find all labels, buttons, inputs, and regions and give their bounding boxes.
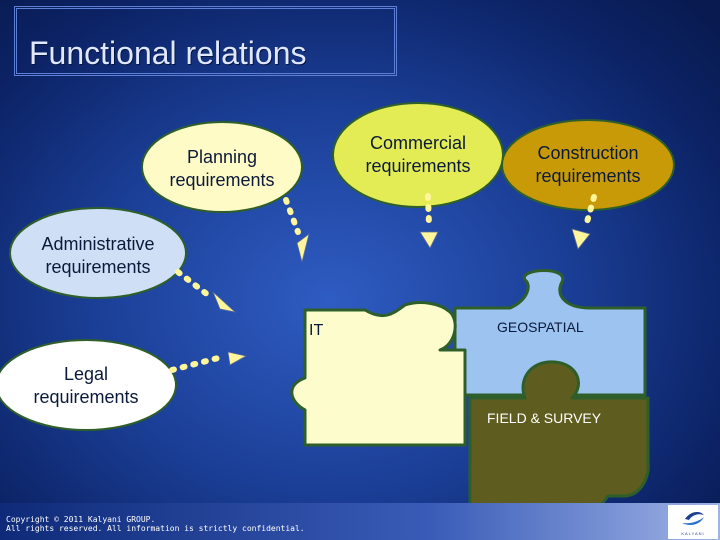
geospatial-label: GEOSPATIAL [497, 319, 584, 335]
planning-bubble [141, 121, 303, 213]
legal-bubble [0, 339, 177, 431]
footer-bar: Copyright © 2011 Kalyani GROUP.All right… [0, 503, 720, 540]
arrow-commercial [419, 193, 439, 249]
arrow-administrative [175, 269, 237, 313]
logo-wordmark: KALYANI [681, 531, 705, 536]
arrow-construction [571, 194, 597, 250]
geospatial-piece [453, 269, 647, 397]
slide-title: Functional relations [29, 35, 307, 71]
arrow-planning [283, 197, 310, 263]
arrow-legal [169, 351, 248, 373]
company-logo: KALYANI [668, 505, 718, 539]
it-piece [290, 301, 467, 447]
field-survey-label: FIELD & SURVEY [487, 410, 602, 426]
logo-swoosh-icon [682, 511, 704, 525]
title-box: Functional relations [14, 6, 397, 76]
copyright-notice: Copyright © 2011 Kalyani GROUP.All right… [6, 515, 305, 533]
administrative-bubble [9, 207, 187, 299]
it-label: IT [309, 322, 324, 339]
